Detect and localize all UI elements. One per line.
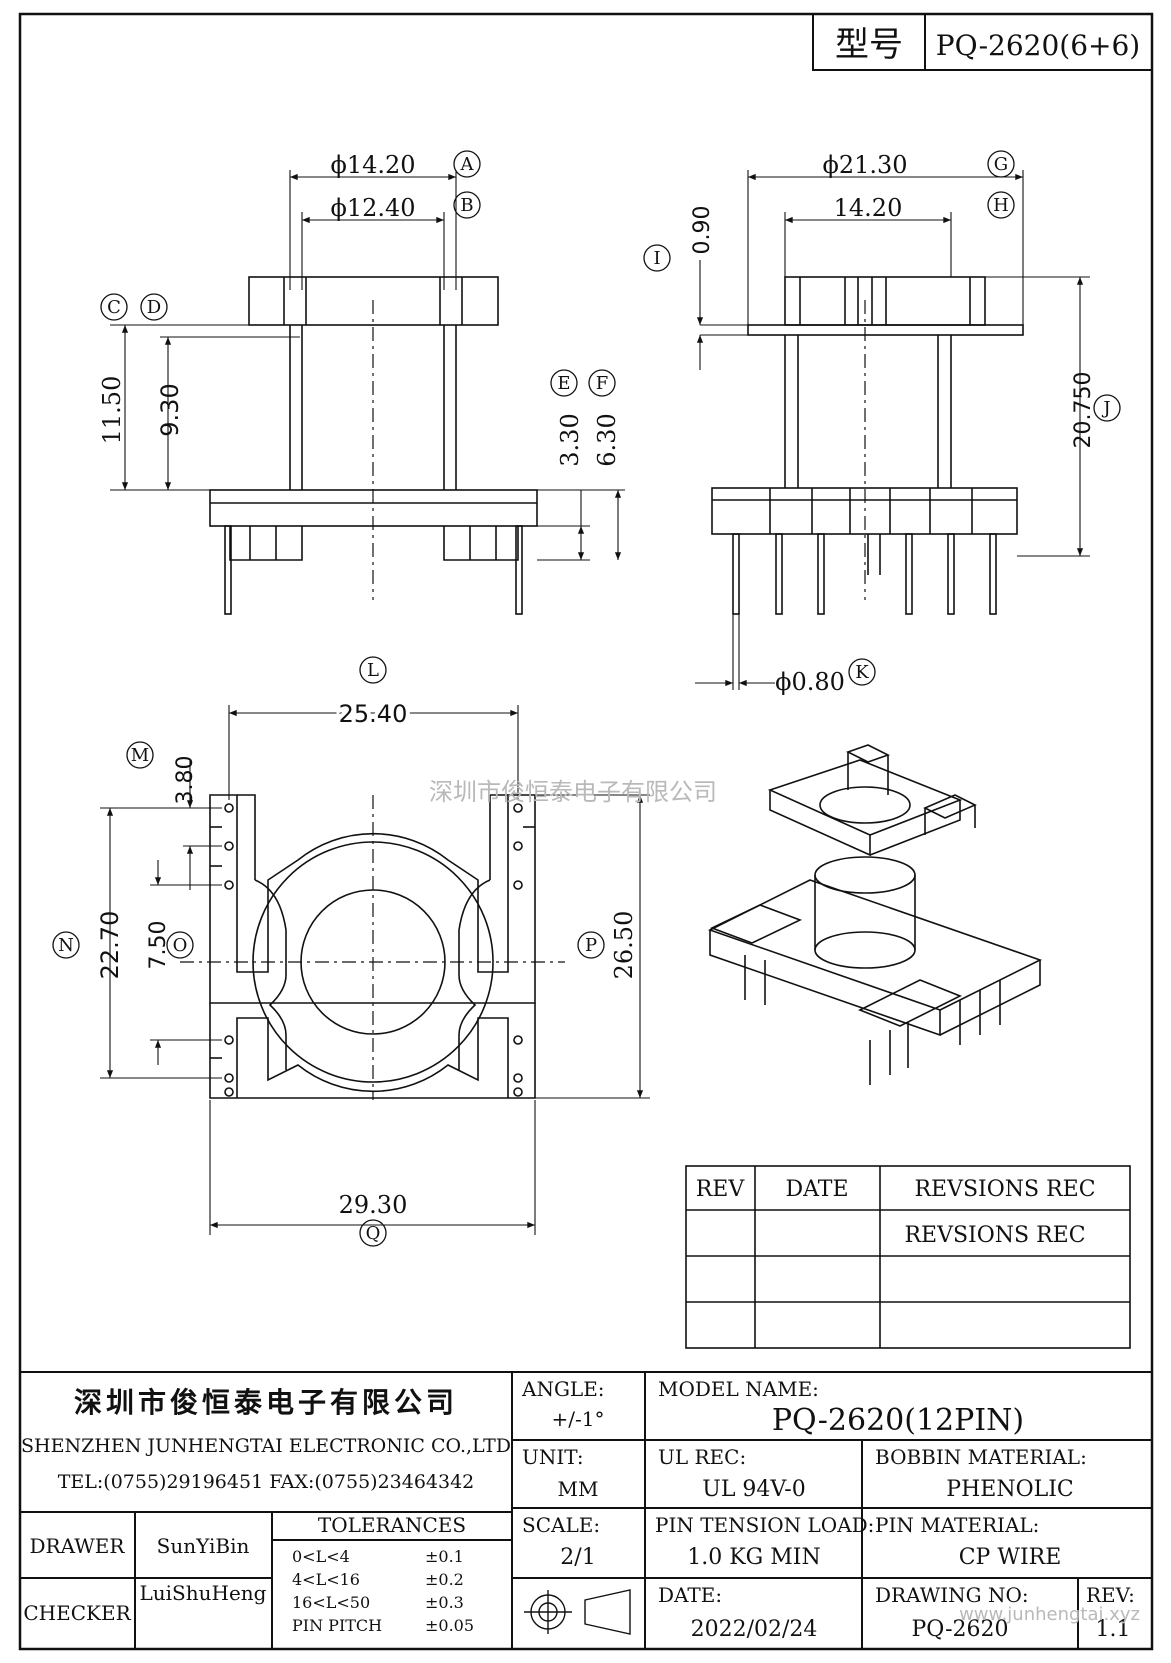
bottom-view [180, 794, 565, 1100]
callout-i: I [653, 248, 660, 269]
dim-2540: 25.40 [339, 700, 408, 728]
dim-090: 0.90 [690, 206, 715, 255]
tol-range-3: 16<L<50 [292, 1593, 370, 1612]
tol-value-2: ±0.2 [425, 1570, 464, 1589]
bobbin-value: PHENOLIC [946, 1477, 1073, 1502]
model-header-box: 型号 PQ-2620(6+6) [812, 13, 1153, 71]
dim-1150: 11.50 [98, 376, 126, 445]
callout-d: D [147, 297, 161, 318]
tol-range-1: 0<L<4 [292, 1547, 350, 1566]
model-label: 型号 [835, 25, 903, 65]
model-value: PQ-2620(6+6) [936, 29, 1140, 62]
drawer-label: DRAWER [30, 1534, 126, 1558]
dim-phi2130: ϕ21.30 [822, 151, 907, 179]
dim-330: 3.30 [556, 413, 584, 466]
footer-watermark: www.junhengtai.xyz [959, 1604, 1140, 1625]
ul-label: UL REC: [658, 1445, 746, 1469]
callout-f: F [596, 373, 609, 394]
projection-symbol-icon [524, 1589, 631, 1635]
tol-value-3: ±0.3 [425, 1593, 464, 1612]
tolerances-title: TOLERANCES [318, 1513, 466, 1537]
pin-tension-value: 1.0 KG MIN [687, 1545, 820, 1570]
drawer-value: SunYiBin [157, 1534, 250, 1558]
drawing-no-value: PQ-2620 [911, 1617, 1008, 1642]
dim-phi1240: ϕ12.40 [330, 194, 415, 222]
rev-row1-rec: REVSIONS REC [904, 1223, 1085, 1248]
rev-value: 1.1 [1096, 1617, 1131, 1642]
drawing-no-label: DRAWING NO: [875, 1583, 1029, 1607]
callout-n: N [58, 935, 74, 956]
dim-2270: 22.70 [96, 911, 124, 980]
side-view-dimensions [695, 170, 1090, 690]
callout-j: J [1101, 398, 1110, 419]
ul-value: UL 94V-0 [702, 1477, 805, 1502]
sheet-frame [18, 12, 1154, 1651]
dim-930: 9.30 [156, 383, 184, 436]
callout-l: L [367, 660, 379, 681]
side-view [711, 276, 1024, 615]
tol-value-1: ±0.1 [425, 1547, 464, 1566]
pin-tension-label: PIN TENSION LOAD: [655, 1513, 874, 1537]
pin-material-value: CP WIRE [959, 1545, 1062, 1570]
scale-value: 2/1 [560, 1545, 595, 1570]
date-label: DATE: [658, 1583, 722, 1607]
revision-table [685, 1165, 1131, 1349]
callout-h: H [993, 195, 1009, 216]
callouts [52, 150, 1121, 1247]
unit-label: UNIT: [522, 1445, 584, 1469]
dim-20750: 20.750 [1071, 372, 1096, 449]
date-value: 2022/02/24 [691, 1617, 818, 1642]
dim-phi080: ϕ0.80 [775, 668, 845, 696]
dim-2930: 29.30 [339, 1191, 408, 1219]
tol-range-4: PIN PITCH [292, 1616, 382, 1635]
rev-col-rev: REV [696, 1177, 746, 1202]
rev-label: REV: [1086, 1583, 1135, 1607]
callout-o: O [173, 935, 188, 956]
bottom-view-dimensions [100, 705, 650, 1235]
model-name-label: MODEL NAME: [658, 1377, 819, 1401]
angle-value: +/-1° [552, 1407, 605, 1431]
checker-value: LuiShuHeng [140, 1581, 267, 1605]
dim-380: 3.80 [173, 756, 198, 805]
tol-range-2: 4<L<16 [292, 1570, 360, 1589]
callout-p: P [585, 935, 597, 956]
tol-value-4: ±0.05 [425, 1616, 474, 1635]
isometric-view [707, 744, 1043, 1085]
model-name-value: PQ-2620(12PIN) [772, 1403, 1024, 1438]
callout-q: Q [366, 1223, 381, 1244]
company-en: SHENZHEN JUNHENGTAI ELECTRONIC CO.,LTD [21, 1435, 511, 1457]
callout-e: E [557, 373, 570, 394]
callout-k: K [855, 662, 869, 683]
dim-630: 6.30 [593, 413, 621, 466]
front-view-dimensions [110, 170, 625, 561]
rev-col-rec: REVSIONS REC [914, 1177, 1095, 1202]
rev-col-date: DATE [785, 1177, 848, 1202]
checker-label: CHECKER [23, 1601, 131, 1625]
watermark: 深圳市俊恒泰电子有限公司 [429, 778, 717, 806]
pin-material-label: PIN MATERIAL: [875, 1513, 1039, 1537]
dim-1420: 14.20 [834, 194, 903, 222]
company-cn: 深圳市俊恒泰电子有限公司 [74, 1386, 458, 1419]
callout-b: B [460, 195, 473, 216]
company-contact: TEL:(0755)29196451 FAX:(0755)23464342 [58, 1471, 475, 1493]
angle-label: ANGLE: [521, 1377, 605, 1401]
callout-c: C [107, 297, 121, 318]
bobbin-label: BOBBIN MATERIAL: [875, 1445, 1087, 1469]
unit-value: MM [558, 1477, 599, 1501]
callout-m: M [131, 745, 149, 766]
callout-a: A [460, 154, 475, 175]
front-view [209, 276, 538, 615]
callout-g: G [994, 154, 1008, 175]
dim-phi1420: ϕ14.20 [330, 151, 415, 179]
title-block-grid [20, 1371, 1152, 1649]
dim-2650: 26.50 [610, 911, 638, 980]
scale-label: SCALE: [522, 1513, 600, 1537]
